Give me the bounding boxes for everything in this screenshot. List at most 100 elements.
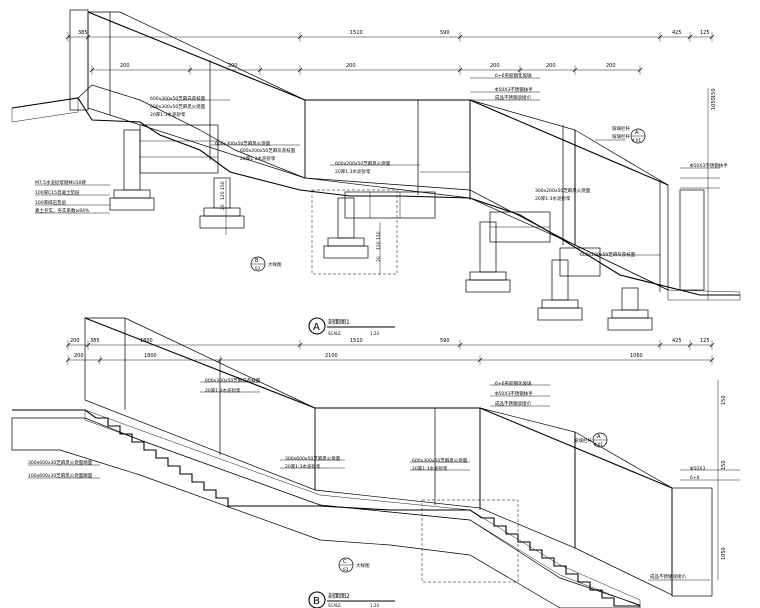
section-b-scale-label: SCALE	[328, 603, 341, 608]
section-a-title-block: A 剖面图1 SCALE 1:20	[308, 317, 395, 336]
dimension-value: 590	[440, 30, 450, 36]
section-b-title-text: 剖面图2	[328, 592, 350, 600]
section-b-title-block: B 剖面图2 SCALE 1:20	[308, 591, 395, 608]
annotation-label: 300x600x30芝麻黑火烧面踏面	[28, 459, 93, 466]
dimension-value: 200	[346, 63, 356, 69]
section-b-title-letter: B	[313, 596, 320, 607]
dimension-value: 200	[490, 63, 500, 69]
annotation-label: 600x300x50芝麻黑火烧面	[412, 457, 468, 464]
dimension-value: 125	[700, 30, 710, 36]
section-a-callout-detail-text: 大样图	[268, 261, 282, 268]
annotation-label: Φ50X3不锈钢扶手	[495, 86, 533, 93]
section-a-footings	[11, 97, 741, 331]
annotation-label: 20厚1:3水泥砂浆	[535, 195, 571, 202]
annotation-label: 300x600x50芝麻黑火烧面	[285, 455, 341, 462]
dimension-value: 150	[220, 181, 226, 190]
annotation-label: 600x300x50芝麻黑火烧面	[150, 103, 206, 110]
dimension-value: 200	[606, 63, 616, 69]
annotation-label: 成品不锈钢驳接爪	[495, 400, 531, 407]
section-a-callout-detail-letter: B	[255, 258, 259, 264]
section-b-stair-fill	[11, 409, 641, 608]
section-a-title-text: 剖面图1	[328, 318, 350, 326]
section-a-dimension-lines	[68, 36, 712, 300]
dimension-value: 590	[440, 338, 450, 344]
dimension-value: 385	[78, 30, 88, 36]
section-b-callout-glass-text: 玻璃栏杆	[574, 437, 592, 444]
section-b-callout-glass-letter: A	[597, 434, 601, 440]
dimension-value: 1060	[630, 353, 643, 359]
section-a-stair-structure	[11, 9, 740, 296]
annotation-label: 20厚1:3水泥砂浆	[240, 155, 276, 162]
annotation-label: 100厚碎石垫层	[35, 199, 67, 206]
section-b-dimension-ticks	[65, 340, 715, 365]
annotation-label: 600x300x50芝麻白荔枝面	[150, 95, 206, 102]
section-a-title-letter: A	[313, 322, 320, 333]
annotation-label: 100厚C15混凝土垫层	[35, 189, 80, 196]
section-a-scale-value: 1:20	[370, 331, 379, 336]
section-b-glass-railing	[84, 317, 713, 597]
annotation-label: Φ50X3不锈钢扶手	[690, 162, 728, 169]
annotation-label: 6+6夹胶钢化玻璃	[495, 380, 532, 387]
annotation-label: M7.5水泥砂浆砌MU10砖	[35, 179, 86, 186]
section-a-callout-glass-letter: A	[635, 130, 639, 136]
section-b-callout-detail-text: 大样图	[356, 562, 370, 569]
annotation-label: 600x200x50芝麻灰荔枝面	[580, 251, 636, 258]
section-b-leader-lines	[28, 381, 740, 581]
dimension-value: 125	[700, 338, 710, 344]
section-a-scale-label: SCALE	[328, 331, 341, 336]
dimension-value: 425	[672, 338, 682, 344]
annotation-label: 20厚1:3水泥砂浆	[150, 111, 186, 118]
annotation-label: 600x300x50芝麻白荔枝面	[205, 377, 261, 384]
section-a: A 4.01 玻璃栏杆 B 03 大样图 A 剖面图1 SCALE 1:20 3…	[11, 9, 741, 336]
section-b-callout-detail-sheet: 03	[343, 567, 349, 572]
annotation-label: 6+6夹胶钢化玻璃	[495, 72, 532, 79]
section-b-scale-value: 1:20	[370, 603, 379, 608]
dimension-value: 150	[711, 88, 717, 98]
section-a-callout-glass-sheet: 4.01	[632, 138, 641, 143]
section-b: A 4.01 玻璃栏杆 C 03 大样图 B 剖面图2 SCALE 1:20 2…	[11, 317, 740, 608]
dimension-value: 2100	[325, 353, 338, 359]
dimension-value: 20	[376, 256, 382, 262]
section-b-callout-detail-letter: C	[343, 559, 347, 565]
annotation-label: 600x200x50芝麻黑火烧面	[335, 160, 391, 167]
annotation-label: Φ50X3不锈钢扶手	[495, 390, 533, 397]
annotation-label: 20厚1:3水泥砂浆	[285, 463, 321, 470]
section-b-callout-detail: C 03 大样图	[338, 557, 370, 573]
annotation-label: 300x200x50芝麻黑火烧面	[535, 187, 591, 194]
annotation-label: 成品不锈钢驳接爪	[495, 94, 531, 101]
annotation-label: 6+6	[690, 475, 700, 481]
dimension-value: 200	[70, 338, 80, 344]
dimension-value: 1050	[711, 97, 717, 110]
dimension-value: 120	[376, 241, 382, 250]
annotation-label: 100x600x30芝麻黑火烧面踢面	[28, 472, 93, 479]
dimension-value: 1800	[140, 338, 153, 344]
section-b-callout-glass-sheet: 4.01	[594, 442, 603, 447]
annotation-label: 20厚1:3水泥砂浆	[205, 387, 241, 394]
annotation-label: 600x200x50芝麻灰荔枝面	[240, 147, 296, 154]
dimension-value: 1510	[350, 338, 363, 344]
section-a-callout-glass-text: 玻璃栏杆	[612, 133, 630, 140]
dimension-value: 200	[228, 63, 238, 69]
dimension-value: 150	[721, 460, 727, 470]
annotation-label: 20厚1:3水泥砂浆	[412, 465, 448, 472]
dimension-value: 200	[546, 63, 556, 69]
section-a-callout-detail-sheet: 03	[255, 266, 261, 271]
section-a-leader-lines	[35, 77, 720, 256]
dimension-value: 1050	[721, 547, 727, 560]
dimension-value: 200	[120, 63, 130, 69]
annotation-label: 玻璃栏杆	[612, 125, 630, 132]
annotation-label: 成品不锈钢驳接爪	[650, 573, 686, 580]
dimension-value: 150	[376, 231, 382, 240]
annotation-label: Φ50X3	[690, 466, 705, 472]
annotation-label: 600x300x50芝麻黑火烧面	[215, 140, 271, 147]
section-a-dimension-ticks	[65, 32, 715, 75]
annotation-label: 素土夯实，夯实系数≥94%	[35, 207, 90, 214]
section-b-dimension-lines	[68, 344, 719, 580]
section-b-callout-glass: A 4.01 玻璃栏杆	[574, 432, 608, 448]
dimension-value: 385	[90, 338, 100, 344]
dimension-value: 120	[220, 191, 226, 200]
annotation-label: 20厚1:3水泥砂浆	[335, 168, 371, 175]
